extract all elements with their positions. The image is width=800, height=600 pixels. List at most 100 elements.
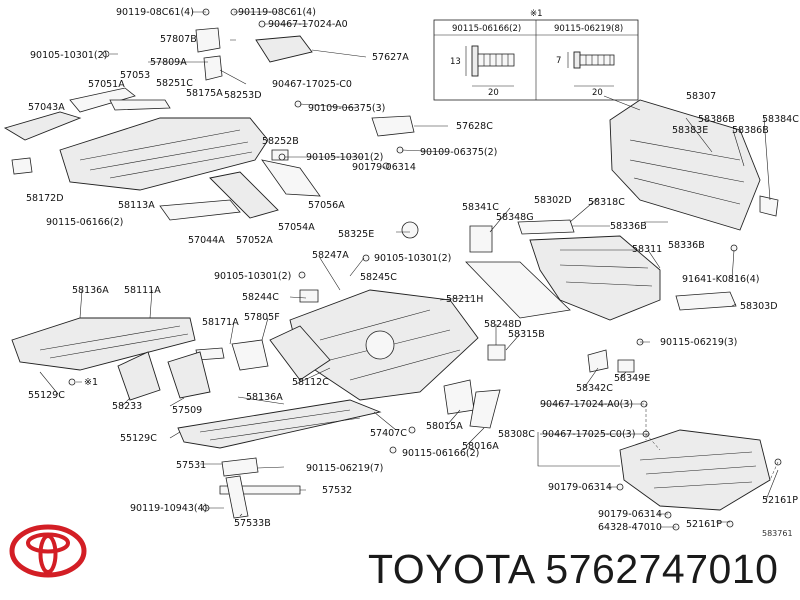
- callout-label: 57509: [172, 405, 202, 416]
- callout-label: 58386B: [732, 125, 769, 136]
- callout-label: 91641-K0816(4): [682, 274, 760, 285]
- callout-label: 90467-17025-C0(3): [542, 429, 635, 440]
- callout-label: 58307: [686, 91, 716, 102]
- callout-label: 55129C: [28, 390, 65, 401]
- callout-label: 90179-06314: [352, 162, 416, 173]
- callout-label: 90119-08C61(4): [238, 7, 316, 18]
- callout-label: 57627A: [372, 52, 409, 63]
- callout-label: 58112C: [292, 377, 329, 388]
- callout-label: 58302D: [534, 195, 572, 206]
- table-col2-length: 20: [592, 88, 603, 98]
- callout-label: 58247A: [312, 250, 349, 261]
- lower-brackets: [219, 379, 501, 519]
- callout-label: 90179-06314: [548, 482, 612, 493]
- callout-label: 58251C: [156, 78, 193, 89]
- callout-label: 90115-06166(2): [46, 217, 123, 228]
- callout-label: 90105-10301(2): [214, 271, 291, 282]
- callout-label: 58136A: [72, 285, 109, 296]
- callout-label: 90105-10301(2): [30, 50, 107, 61]
- callout-label: 58315B: [508, 329, 545, 340]
- callout-label: 57531: [176, 460, 206, 471]
- center-floor-pan: [11, 317, 196, 371]
- callout-label: 57043A: [28, 102, 65, 113]
- callout-label: 90467-17024-A0: [268, 19, 348, 30]
- table-col2-height: 7: [556, 56, 561, 66]
- callout-label: 90119-10943(4): [130, 503, 207, 514]
- small-brackets: [299, 195, 779, 373]
- callout-label: 57533B: [234, 518, 271, 529]
- callout-label: 58348G: [496, 212, 534, 223]
- callout-label: 90115-06219(7): [306, 463, 383, 474]
- callout-label: 90105-10301(2): [306, 152, 383, 163]
- callout-label: 58318C: [588, 197, 625, 208]
- callout-label: 57628C: [456, 121, 493, 132]
- callout-labels: 90119-08C61(4) 90119-08C61(4) 90467-1702…: [26, 7, 799, 533]
- floor-under-cover: [177, 399, 382, 449]
- table-col1-part: 90115-06166(2): [452, 24, 521, 34]
- front-side-member-left: [3, 87, 171, 141]
- table-col2-part: 90115-06219(8): [554, 24, 623, 34]
- callout-label: 58384C: [762, 114, 799, 125]
- callout-label: 58325E: [338, 229, 374, 240]
- callout-label: 58349E: [614, 373, 650, 384]
- callout-label: 57053: [120, 70, 150, 81]
- callout-label: 90109-06375(2): [420, 147, 497, 158]
- callout-label: 58015A: [426, 421, 463, 432]
- callout-label: 58342C: [576, 383, 613, 394]
- front-floor-pan: [59, 117, 269, 191]
- callout-label: 57805F: [244, 312, 280, 323]
- callout-label: ※1: [84, 377, 98, 388]
- bolt-2-icon: [567, 51, 615, 87]
- table-col1-height: 13: [450, 57, 461, 67]
- callout-label: 57051A: [88, 79, 125, 90]
- back-panel: [609, 99, 761, 231]
- spare-tire-tub: [619, 429, 771, 511]
- callout-label: 64328-47010: [598, 522, 662, 533]
- dash-upper-bracket: [195, 27, 313, 81]
- callout-label: 57044A: [188, 235, 225, 246]
- callout-label: 58171A: [202, 317, 239, 328]
- callout-label: 90115-06166(2): [402, 448, 479, 459]
- table-col1-length: 20: [488, 88, 499, 98]
- callout-label: 90467-17025-C0: [272, 79, 352, 90]
- callout-label: 58016A: [462, 441, 499, 452]
- callout-label: 52161P: [762, 495, 798, 506]
- callout-label: 58244C: [242, 292, 279, 303]
- diagram-reference-number: 583761: [762, 529, 793, 538]
- table-note: ※1: [530, 9, 543, 19]
- toyota-logo-icon: [9, 524, 87, 578]
- brand-part-number: TOYOTA 5762747010: [368, 546, 779, 592]
- callout-label: 90115-06219(3): [660, 337, 737, 348]
- callout-label: 57056A: [308, 200, 345, 211]
- leader-lines: [39, 11, 779, 528]
- callout-label: 90119-08C61(4): [116, 7, 194, 18]
- callout-label: 90179-06314: [598, 509, 662, 520]
- callout-label: 57054A: [278, 222, 315, 233]
- callout-label: 57052A: [236, 235, 273, 246]
- rear-floor-extension: [465, 235, 661, 321]
- bolt-1-icon: [465, 45, 515, 87]
- callout-label: 58113A: [118, 200, 155, 211]
- callout-label: 52161P: [686, 519, 722, 530]
- callout-label: 57407C: [370, 428, 407, 439]
- callout-label: 58386B: [698, 114, 735, 125]
- callout-label: 57532: [322, 485, 352, 496]
- callout-label: 57807B: [160, 34, 197, 45]
- callout-label: 58336B: [610, 221, 647, 232]
- callout-label: 55129C: [120, 433, 157, 444]
- callout-label: 58252B: [262, 136, 299, 147]
- callout-label: 58175A: [186, 88, 223, 99]
- bolts: [68, 8, 782, 531]
- callout-label: 58336B: [668, 240, 705, 251]
- rear-tunnel-parts: [195, 325, 331, 381]
- callout-label: 58245C: [360, 272, 397, 283]
- fastener-table: ※1 90115-06166(2) 90115-06219(8) 13 20 7…: [433, 9, 639, 101]
- callout-label: 58136A: [246, 392, 283, 403]
- callout-label: 58248D: [484, 319, 522, 330]
- callout-label: 90105-10301(2): [374, 253, 451, 264]
- callout-label: 90467-17024-A0(3): [540, 399, 633, 410]
- callout-label: 58233: [112, 401, 142, 412]
- callout-label: 58211H: [446, 294, 483, 305]
- callout-label: 58341C: [462, 202, 499, 213]
